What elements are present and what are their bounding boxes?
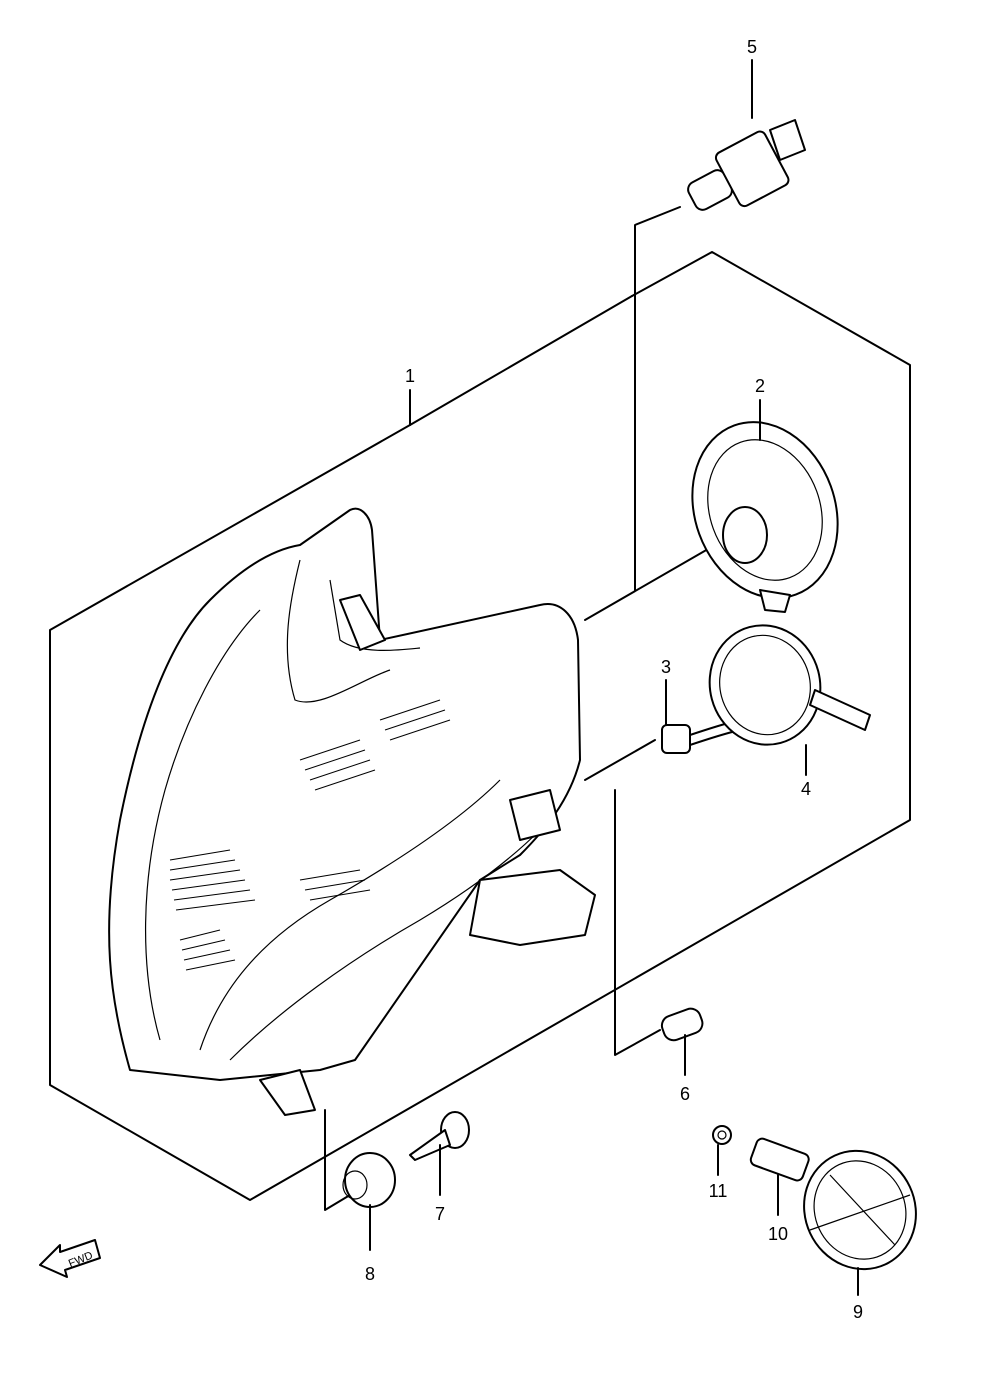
lens-hatching — [169, 699, 451, 971]
headlight-housing[interactable] — [108, 507, 596, 1116]
callout-5: 5 — [747, 37, 757, 57]
callout-7: 7 — [435, 1204, 445, 1224]
assembly-boundary-upper — [409, 295, 633, 426]
screw[interactable] — [409, 1111, 470, 1161]
reflector[interactable] — [785, 1132, 935, 1287]
leader-socket-2 — [584, 544, 716, 621]
callout-1: 1 — [405, 366, 415, 386]
callout-3: 3 — [661, 657, 671, 677]
callout-4: 4 — [801, 779, 811, 799]
socket-cover[interactable] — [696, 613, 871, 757]
leader-bulb-6 — [614, 789, 661, 1056]
grommet[interactable] — [342, 1152, 396, 1208]
washer[interactable] — [712, 1125, 732, 1145]
position-bulb[interactable] — [659, 1006, 705, 1043]
assembly-boundary — [49, 251, 911, 1201]
callout-9: 9 — [853, 1302, 863, 1322]
leader-grommet-8 — [324, 1109, 351, 1211]
callout-10: 10 — [768, 1224, 788, 1244]
bulb-socket[interactable] — [668, 401, 861, 618]
callout-2: 2 — [755, 376, 765, 396]
leader-wire-3 — [584, 739, 656, 781]
callout-8: 8 — [365, 1264, 375, 1284]
callout-6: 6 — [680, 1084, 690, 1104]
forward-direction-arrow: FWD — [39, 1239, 101, 1278]
leader-bulb-5 — [634, 206, 681, 591]
headlight-bulb[interactable] — [685, 119, 806, 213]
callout-11: 11 — [709, 1181, 728, 1201]
spacer[interactable] — [749, 1137, 810, 1182]
